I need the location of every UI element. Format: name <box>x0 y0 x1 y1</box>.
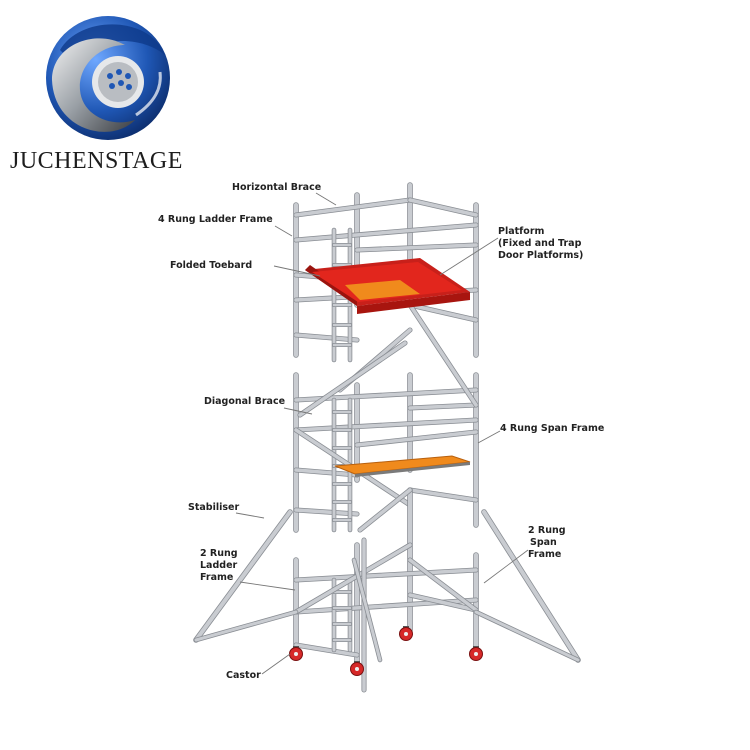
horizontal-rung <box>294 468 359 477</box>
label-2-rung-span-frame-3: Frame <box>528 549 561 560</box>
castor-hub <box>355 667 359 671</box>
diagonal-brace <box>298 341 407 417</box>
label-2-rung-span-frame-1: 2 Rung <box>528 525 566 536</box>
stabiliser-left-arm <box>194 610 298 642</box>
horizontal-rung <box>294 418 478 432</box>
horizontal-rung <box>294 508 359 516</box>
horizontal-rung <box>408 403 478 410</box>
label-2-rung-ladder-frame-2: Ladder <box>200 560 238 571</box>
label-2-rung-ladder-frame-1: 2 Rung <box>200 548 238 559</box>
horizontal-rung <box>408 593 478 612</box>
label-platform-2: (Fixed and Trap <box>498 238 582 249</box>
castor-hub <box>474 652 478 656</box>
castor-wheels <box>289 626 483 676</box>
label-2-rung-ladder-frame-3: Frame <box>200 572 233 583</box>
horizontal-rung <box>294 223 478 242</box>
castor-hub <box>294 652 298 656</box>
stabiliser-right <box>482 510 580 662</box>
diagonal-brace <box>294 543 412 614</box>
diagonal-brace <box>408 558 478 612</box>
castor-hub <box>404 632 408 636</box>
label-4-rung-ladder-frame: 4 Rung Ladder Frame <box>158 214 273 225</box>
horizontal-rung <box>408 488 478 502</box>
part-labels: Horizontal Brace 4 Rung Ladder Frame Fol… <box>158 182 604 681</box>
label-stabiliser: Stabiliser <box>188 502 239 513</box>
horizontal-rung <box>355 243 478 252</box>
brand-logo-icon <box>46 16 170 140</box>
diagonal-brace <box>352 558 382 662</box>
horizontal-rung <box>355 430 478 447</box>
label-platform-1: Platform <box>498 226 545 237</box>
middle-platform <box>334 455 471 477</box>
label-2-rung-span-frame-2: Span <box>530 537 557 548</box>
label-4-rung-span-frame: 4 Rung Span Frame <box>500 423 604 434</box>
stabiliser-left <box>194 510 292 642</box>
stabiliser-right-arm <box>474 610 580 662</box>
horizontal-rung <box>294 333 359 342</box>
diagonal-brace <box>358 488 412 532</box>
horizontal-rung <box>408 198 478 217</box>
horizontal-rung <box>294 643 359 657</box>
label-horizontal-brace: Horizontal Brace <box>232 182 321 193</box>
horizontal-rung <box>294 198 412 217</box>
scaffold-frames <box>193 182 581 693</box>
diagonal-brace <box>408 303 478 407</box>
horizontal-rung <box>294 568 478 582</box>
brand-name: JUCHENSTAGE <box>10 148 183 174</box>
label-platform-3: Door Platforms) <box>498 250 583 261</box>
label-castor: Castor <box>226 670 261 681</box>
folded-toeboard <box>305 258 470 314</box>
horizontal-rung <box>408 303 478 322</box>
label-folded-toebard: Folded Toebard <box>170 260 252 271</box>
label-diagonal-brace: Diagonal Brace <box>204 396 285 407</box>
